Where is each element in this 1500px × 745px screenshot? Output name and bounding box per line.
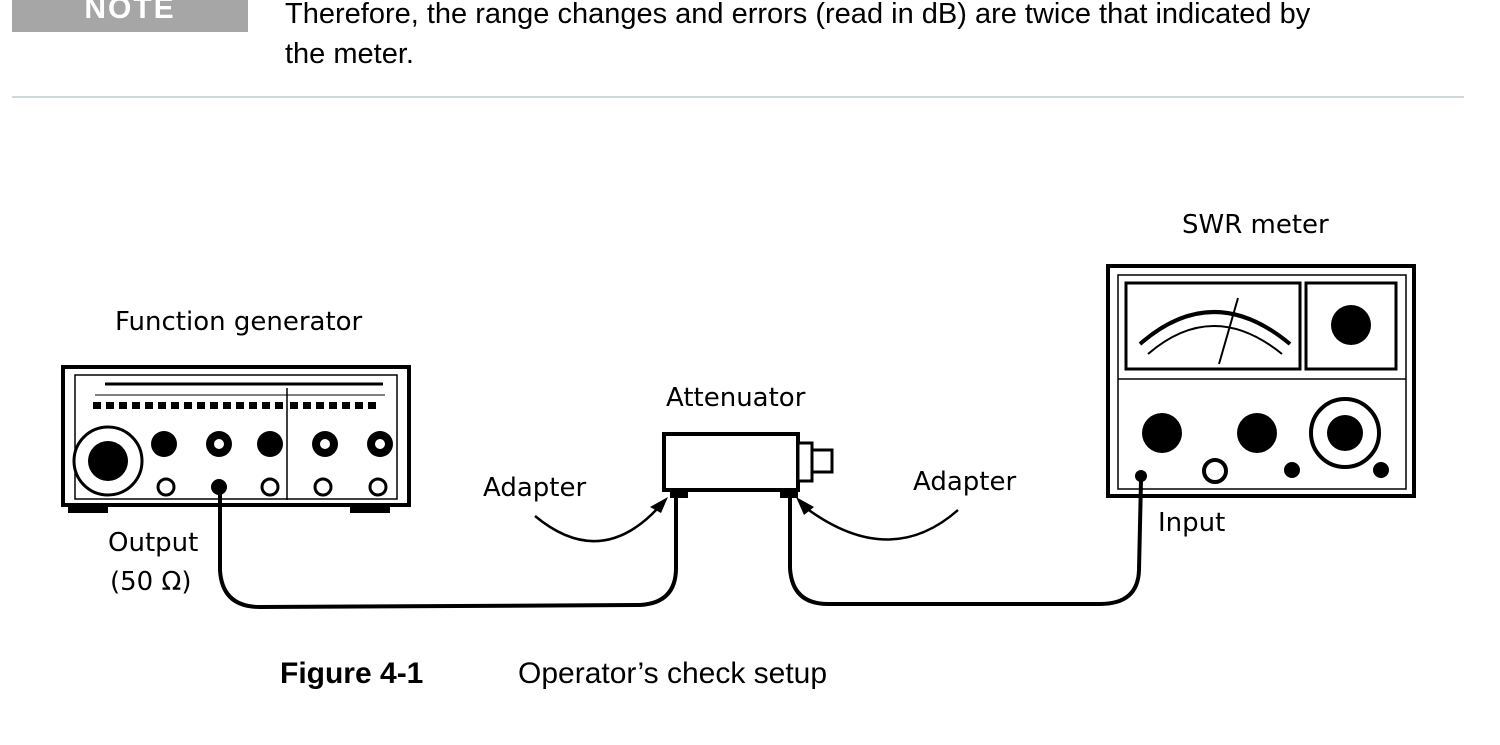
figure-number: Figure 4-1: [280, 657, 424, 690]
adapter-left-label: Adapter: [483, 473, 586, 503]
note-divider: [12, 96, 1464, 98]
cable-attenuator-to-meter: [788, 479, 1143, 606]
swr-meter-label: SWR meter: [1182, 210, 1329, 240]
adapter-right-label: Adapter: [913, 467, 1016, 497]
swr-meter-knobs: [1135, 397, 1389, 484]
cable-generator-to-attenuator: [218, 491, 678, 610]
function-generator-label: Function generator: [115, 307, 363, 337]
function-generator-buttons: [93, 402, 376, 409]
figure-caption: Operator’s check setup: [518, 657, 828, 690]
swr-meter: [1106, 264, 1416, 498]
function-generator: [61, 365, 411, 513]
note-text: Therefore, the range changes and errors …: [285, 0, 1465, 74]
attenuator: [662, 432, 834, 498]
output-label: Output: [108, 528, 198, 558]
attenuator-label: Attenuator: [666, 383, 806, 413]
input-label: Input: [1158, 508, 1225, 538]
note-line-1: Therefore, the range changes and errors …: [285, 0, 1311, 30]
function-generator-main-dial: [72, 425, 144, 497]
operator-check-setup-diagram: SWR meter Function generator Attenuator …: [61, 210, 1416, 610]
output-impedance-label: (50 Ω): [110, 567, 192, 597]
adapter-right-arrow: [796, 497, 959, 541]
note-line-2: the meter.: [285, 38, 414, 70]
adapter-left-arrow: [534, 497, 668, 543]
note-tag: NOTE: [12, 0, 248, 32]
function-generator-knobs: [151, 431, 393, 497]
